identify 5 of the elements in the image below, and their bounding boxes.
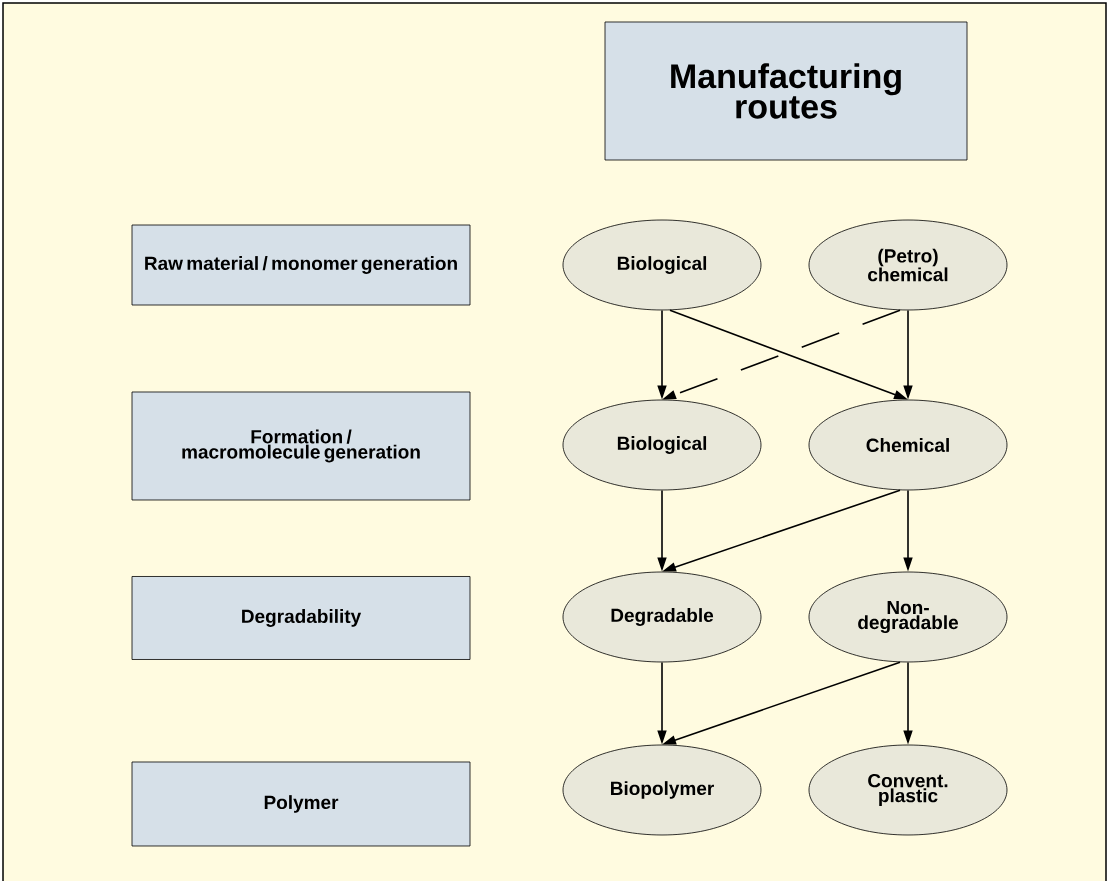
stage-box: Degradability [131,576,471,660]
stage-box: Formation / macromolecule generation [131,391,471,501]
stage-box: Raw material / monomer generation [131,224,471,306]
stage-box: Polymer [131,761,471,847]
title-box: Manufacturing routes [604,21,968,161]
